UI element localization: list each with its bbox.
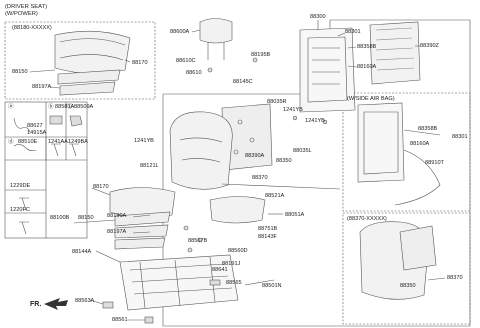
seatback-frame: [299, 27, 356, 113]
part-88751B: 88751B: [258, 226, 278, 232]
part-88197A-mid: 88197A: [107, 229, 127, 235]
part-88170-mid: 88170: [93, 184, 109, 190]
inset-cell-b: ⓑ: [48, 104, 54, 110]
cushion-top-left: [54, 30, 131, 74]
inset-cell-d: ⓓ: [8, 139, 14, 145]
front-arrow-icon: [44, 298, 68, 310]
part-88563A: 88563A: [75, 298, 95, 304]
inset-cell-a: ⓐ: [8, 104, 14, 110]
inset-part-88627: 88627: [27, 123, 43, 129]
part-88390Z: 88390Z: [420, 43, 439, 49]
part-88035R: 88035R: [267, 99, 287, 105]
inset-part-88581A: 88581A: [55, 104, 75, 110]
part-88501N: 88501N: [262, 283, 282, 289]
part-88521A: 88521A: [265, 193, 285, 199]
part-88195B: 88195B: [251, 52, 271, 58]
part-88144A: 88144A: [72, 249, 92, 255]
variant-88370-box: [342, 212, 471, 325]
variant-88180-box: [4, 21, 156, 100]
seat-subtitle: (W/POWER): [5, 11, 38, 17]
part-88600A: 88600A: [170, 29, 190, 35]
seat-track: [119, 254, 239, 311]
airbag-frame: [357, 102, 405, 183]
part-88121L: 88121L: [140, 163, 159, 169]
inset-part-88510E: 88510E: [18, 139, 38, 145]
part-88197A-top: 88197A: [32, 84, 52, 90]
inset-part-14915A: 14915A: [27, 130, 47, 136]
side-shield: [209, 196, 266, 224]
part-88150-mid: 88150: [78, 215, 94, 221]
inset-part-1241AA: 1241AA: [48, 139, 68, 145]
back-cover: [169, 111, 233, 190]
part-88170-top: 88170: [132, 60, 148, 66]
part-88610: 88610: [186, 70, 202, 76]
headrest: [199, 18, 233, 44]
variant-label-88180: (88180-XXXXX): [12, 25, 52, 31]
inset-part-1249BA: 1249BA: [68, 139, 88, 145]
part-88190A: 88190A: [107, 213, 127, 219]
inset-part-88509A: 88509A: [74, 104, 94, 110]
part-88191J: 88191J: [222, 261, 241, 267]
part-1241YB-b: 1241YB: [305, 118, 325, 124]
part-88145C: 88145C: [233, 79, 253, 85]
side-airbag-box: [342, 92, 471, 212]
part-88300: 88300: [310, 14, 326, 20]
part-88143F: 88143F: [258, 234, 277, 240]
part-88358B: 88358B: [357, 44, 377, 50]
part-88051A: 88051A: [285, 212, 305, 218]
back-panel: [369, 21, 421, 85]
part-88370: 88370: [252, 175, 268, 181]
part-88150-top: 88150: [12, 69, 28, 75]
part-88160A: 88160A: [357, 64, 377, 70]
part-88350-b: 88350: [400, 283, 416, 289]
part-88567B: 88567B: [188, 238, 208, 244]
part-88565: 88565: [226, 280, 242, 286]
part-88641: 88641: [212, 267, 228, 273]
part-1241YB-a: 1241YB: [283, 107, 303, 113]
part-88390A: 88390A: [245, 153, 265, 159]
seat-title: (DRIVER SEAT): [5, 4, 48, 10]
inset-part-1229DE: 1229DE: [10, 183, 31, 189]
part-88910T: 88910T: [425, 160, 444, 166]
variant-label-88370: (88370-XXXXX): [347, 216, 387, 222]
part-88370-b: 88370: [447, 275, 463, 281]
part-88301: 88301: [345, 29, 361, 35]
inset-cell-c: ⓒ: [67, 104, 73, 110]
front-label: FR.: [30, 301, 42, 308]
part-88350: 88350: [276, 158, 292, 164]
inset-part-1220FC: 1220FC: [10, 207, 30, 213]
part-88561: 88561: [112, 317, 128, 323]
part-1241YB-c: 1241YB: [134, 138, 154, 144]
part-88035L: 88035L: [293, 148, 312, 154]
part-88560D: 88560D: [228, 248, 248, 254]
part-88100B: 88100B: [50, 215, 70, 221]
part-88358B-side: 88358B: [418, 126, 438, 132]
part-88610C: 88610C: [176, 58, 196, 64]
part-88301-side: 88301: [452, 134, 468, 140]
variant-label-airbag: (W/SIDE AIR BAG): [347, 96, 395, 102]
part-88160A-side: 88160A: [410, 141, 430, 147]
